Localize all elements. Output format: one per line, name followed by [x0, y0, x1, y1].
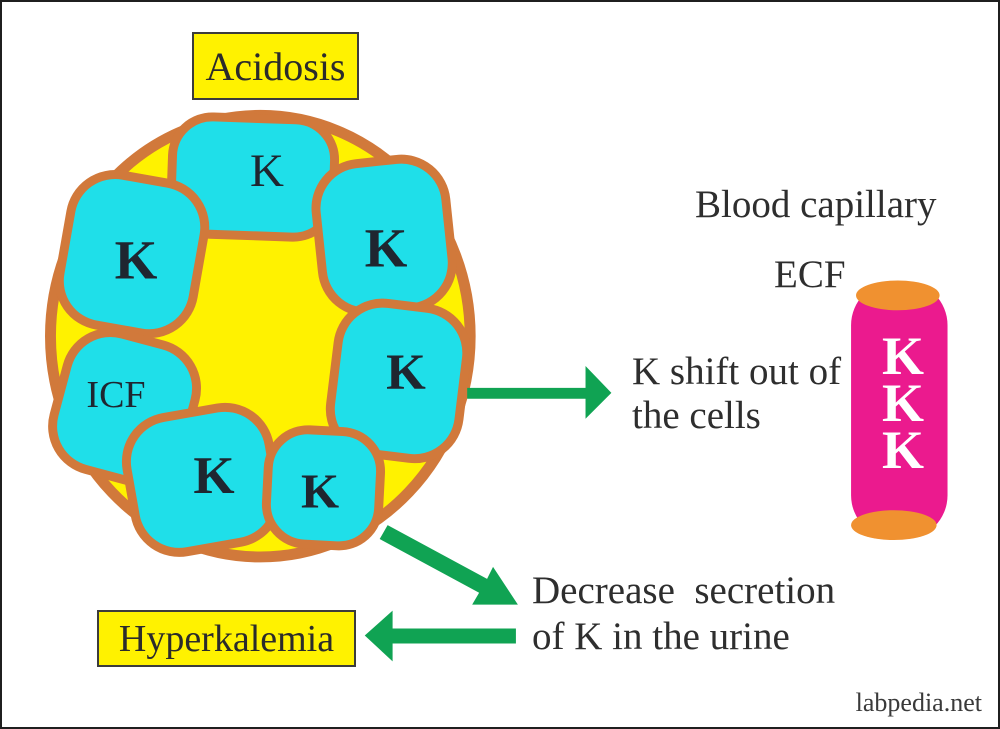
cell-k-top: K — [250, 145, 284, 197]
capillary-cylinder — [851, 281, 948, 540]
acidosis-label: Acidosis — [205, 43, 346, 89]
capillary-k-top: K — [881, 326, 925, 386]
cell-k-right: K — [386, 345, 426, 401]
decrease-secretion-annotation: Decrease secretion of K in the urine — [532, 568, 835, 660]
watermark: labpedia.net — [855, 688, 982, 717]
blood-capillary-title: Blood capillary — [695, 183, 937, 226]
cell-k-upper-right: K — [364, 217, 408, 279]
k-shift-line1: K shift out of — [632, 350, 842, 393]
acidosis-box: Acidosis — [192, 32, 359, 100]
capillary-cap-bottom — [851, 510, 937, 541]
capillary-cap-top — [856, 280, 940, 311]
icf-label: ICF — [86, 374, 146, 416]
capillary-k-middle: K — [881, 373, 925, 433]
cell-k-bottom-right: K — [300, 463, 340, 519]
decrease-line2: of K in the urine — [532, 615, 790, 658]
hyperkalemia-label: Hyperkalemia — [118, 617, 335, 660]
k-shift-line2: the cells — [632, 394, 761, 437]
cell-k-bottom-center: K — [193, 447, 235, 505]
arrow-k-shift-right — [467, 365, 612, 419]
capillary-k-bottom: K — [881, 420, 925, 480]
blob-bottom-right — [261, 425, 386, 551]
arrow-left-to-hyperkalemia — [364, 610, 516, 662]
k-shift-annotation: K shift out of the cells — [632, 350, 841, 438]
decrease-line1: Decrease secretion — [532, 569, 836, 612]
arrow-diagonal-down — [379, 525, 518, 605]
cell-k-left: K — [114, 229, 158, 291]
blob-right — [325, 298, 472, 464]
ecf-label: ECF — [774, 253, 846, 296]
hyperkalemia-box: Hyperkalemia — [97, 610, 356, 667]
